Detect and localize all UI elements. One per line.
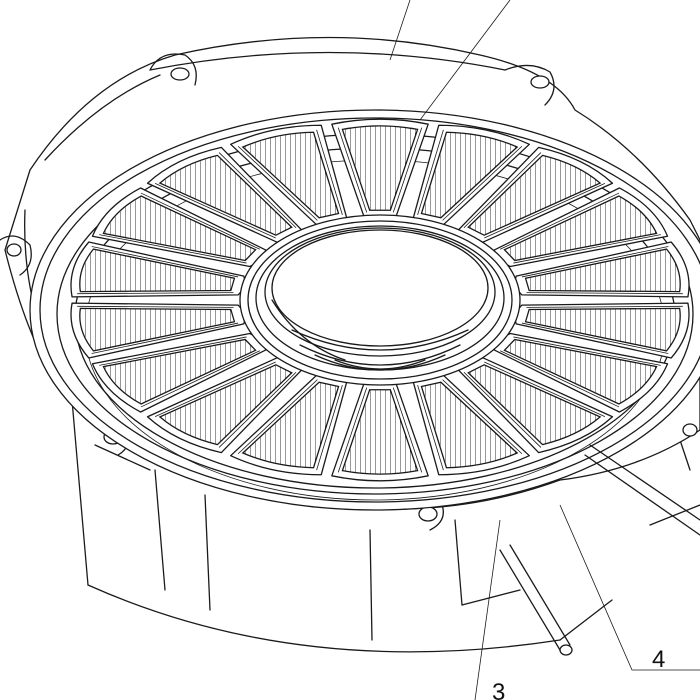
central-bore: [239, 214, 521, 386]
leader-4: [559, 504, 700, 671]
stator-tooth: [412, 374, 530, 476]
stator-tooth: [514, 302, 690, 359]
mount-hole-1: [170, 67, 190, 81]
leader-3: [474, 519, 501, 700]
coil-inner-line: [337, 127, 423, 213]
stator-tooth: [457, 357, 614, 454]
stator-tooth: [331, 380, 429, 482]
coil-inner-line: [521, 305, 683, 354]
coil-inner-line: [99, 336, 261, 408]
lead-wires: [499, 444, 700, 656]
tooth-lamination: [524, 307, 681, 352]
coil-inner-line: [237, 129, 343, 221]
tooth-lamination: [158, 154, 293, 236]
leader-lines: [389, 0, 700, 700]
tooth-lamination: [158, 364, 293, 446]
coil-inner-line: [77, 305, 239, 354]
stator-tooth: [91, 187, 267, 268]
tooth-lamination: [79, 248, 236, 293]
tooth-lamination: [503, 195, 658, 262]
mount-hole-2: [530, 75, 550, 89]
tooth-lamination: [420, 381, 519, 469]
tooth-lamination: [467, 154, 602, 236]
tooth-lamination: [467, 364, 602, 446]
stator-tooth: [514, 241, 690, 298]
coil-inner-line: [499, 192, 661, 264]
mount-hole-6: [682, 423, 698, 437]
coil-inner-line: [417, 129, 523, 221]
label-4: 4: [652, 646, 665, 673]
stator-tooth: [412, 124, 530, 226]
tooth-lamination: [341, 125, 419, 211]
coil-inner-line: [499, 336, 661, 408]
stator-tooth: [493, 187, 669, 268]
tooth-lamination: [341, 389, 419, 475]
tooth-lamination: [420, 131, 519, 219]
coil-inner-line: [237, 379, 343, 471]
coil-inner-line: [77, 246, 239, 295]
coil-inner-line: [521, 246, 683, 295]
stator-tooth: [331, 118, 429, 220]
coil-inner-line: [154, 152, 297, 239]
stator-tooth: [70, 241, 246, 298]
leader-top-right: [419, 0, 511, 121]
coil-inner-line: [463, 152, 606, 239]
tooth-lamination: [102, 338, 257, 405]
stator-tooth: [146, 357, 303, 454]
stator-tooth: [146, 146, 303, 243]
stator-teeth: [70, 118, 690, 482]
coil-inner-line: [417, 379, 523, 471]
stator-tooth: [70, 302, 246, 359]
label-3: 3: [492, 679, 505, 700]
tooth-lamination: [503, 338, 658, 405]
leader-top-left: [389, 0, 411, 61]
coil-inner-line: [337, 387, 423, 473]
coil-inner-line: [154, 361, 297, 448]
tooth-lamination: [79, 307, 236, 352]
mount-hole-3: [6, 243, 22, 257]
tooth-lamination: [241, 381, 340, 469]
coil-inner-line: [463, 361, 606, 448]
tooth-lamination: [241, 131, 340, 219]
coil-inner-line: [99, 192, 261, 264]
mount-hole-5: [418, 506, 438, 522]
stator-tooth: [230, 374, 348, 476]
tooth-lamination: [524, 248, 681, 293]
tooth-lamination: [102, 195, 257, 262]
